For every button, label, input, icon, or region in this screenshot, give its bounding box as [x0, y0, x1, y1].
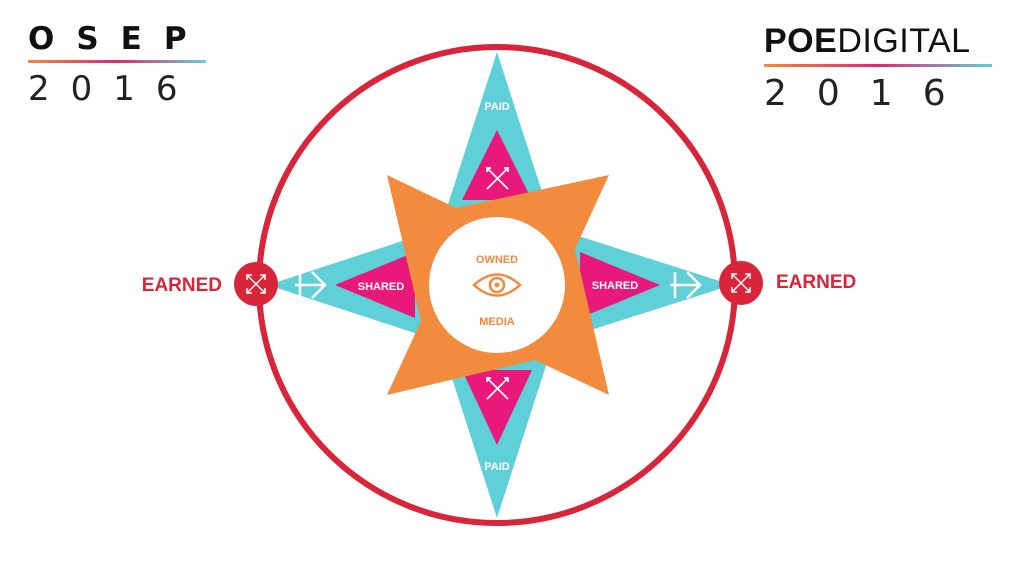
- expand-arrows-icon-left: [246, 274, 266, 294]
- arrow-right-icon-right: [670, 271, 702, 299]
- earned-right-label: EARNED: [776, 272, 856, 293]
- crossed-arrows-icon-bottom: [486, 377, 509, 400]
- media-label: MEDIA: [479, 316, 515, 328]
- osep-logo: OSEP 2016: [28, 22, 206, 109]
- poedigital-logo-year: 2016: [764, 73, 976, 114]
- poedigital-logo-rule: [764, 64, 992, 67]
- poedigital-logo-title-bold: POE: [764, 22, 838, 60]
- shared-left-triangle: [335, 252, 415, 318]
- paid-top-label: PAID: [484, 101, 510, 113]
- eye-icon: [472, 273, 522, 297]
- poedigital-logo-title: POEDIGITAL: [764, 22, 992, 60]
- paid-top-triangle: [462, 130, 532, 200]
- owned-label: OWNED: [476, 254, 518, 266]
- poedigital-logo: POEDIGITAL 2016: [764, 22, 992, 114]
- expand-arrows-icon-right: [731, 273, 751, 293]
- shared-left-label: SHARED: [358, 281, 405, 293]
- osep-logo-year: 2016: [28, 69, 199, 109]
- crossed-arrows-icon-top: [486, 167, 509, 190]
- paid-bottom-triangle: [462, 370, 532, 445]
- shared-right-triangle: [580, 252, 660, 318]
- shared-right-label: SHARED: [592, 280, 639, 292]
- osep-logo-rule: [28, 60, 206, 63]
- osep-logo-title: OSEP: [28, 21, 209, 57]
- poedigital-logo-title-light: DIGITAL: [837, 22, 971, 60]
- arrow-right-icon-left: [295, 271, 327, 299]
- paid-bottom-label: PAID: [484, 461, 510, 473]
- earned-left-label: EARNED: [142, 275, 222, 296]
